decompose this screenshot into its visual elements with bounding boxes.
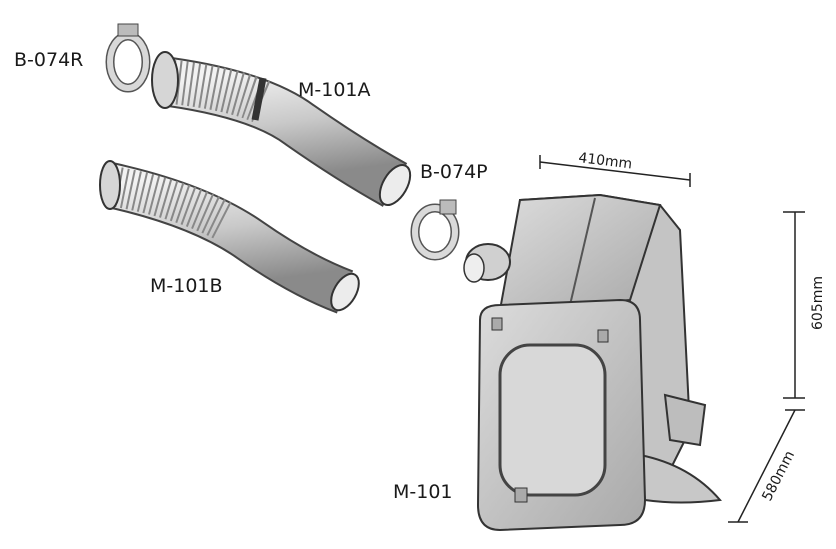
label-m101: M-101 [393, 481, 453, 503]
clamp-b074r [105, 23, 151, 93]
dimension-depth-label: 580mm [759, 448, 798, 503]
label-b074p: B-074P [420, 161, 488, 183]
flex-pipe-m101b [99, 160, 360, 314]
dimension-width: 410mm [539, 150, 691, 187]
dimension-width-label: 410mm [578, 150, 634, 172]
flex-pipe-m101a [151, 51, 412, 207]
label-m101b: M-101B [150, 275, 223, 297]
clamp-b074p [410, 199, 460, 261]
dimension-depth: 580mm [728, 409, 805, 523]
dimension-height-label: 605mm [810, 276, 826, 330]
label-m101a: M-101A [298, 79, 371, 101]
muffler-m101 [463, 193, 722, 532]
dimension-height: 605mm [783, 211, 826, 399]
label-b074r: B-074R [14, 49, 83, 71]
